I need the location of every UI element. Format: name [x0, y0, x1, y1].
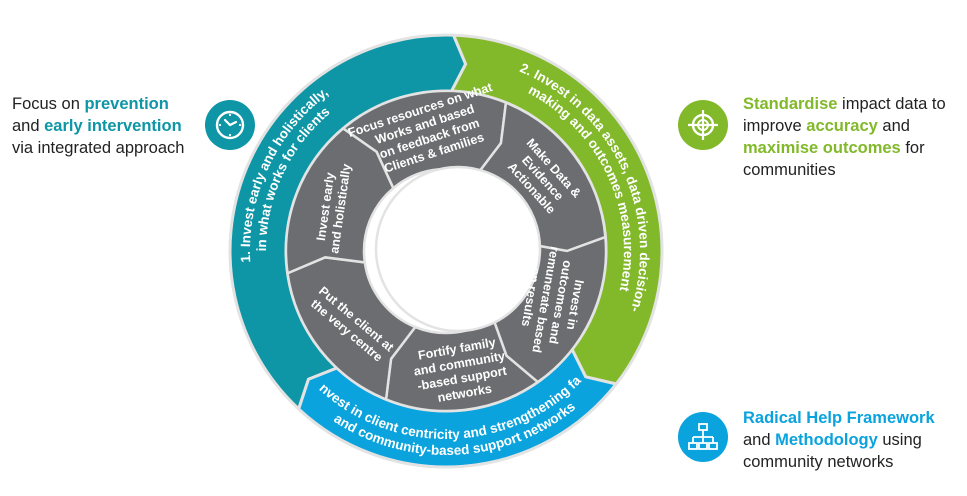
highlight-text: Radical Help Framework — [743, 409, 935, 427]
callout-line: Focus on prevention — [12, 93, 212, 115]
callout-line: improve accuracy and — [743, 115, 963, 137]
clock-badge — [205, 100, 255, 150]
callout-text: for — [900, 139, 925, 157]
callout-text: and — [877, 117, 910, 135]
clock-icon — [205, 100, 255, 150]
callout-line: via integrated approach — [12, 137, 212, 159]
callout-line: Standardise impact data to — [743, 93, 963, 115]
callout-text: improve — [743, 117, 807, 135]
callout-line: maximise outcomes for — [743, 137, 963, 159]
highlight-text: accuracy — [806, 117, 878, 135]
hierarchy-icon — [678, 412, 728, 462]
callout-line: Radical Help Framework — [743, 407, 963, 429]
callout-line: communities — [743, 159, 963, 181]
center-hole — [374, 165, 542, 333]
callout-text: and — [12, 117, 45, 135]
highlight-text: maximise outcomes — [743, 139, 901, 157]
hierarchy-badge — [678, 412, 728, 462]
highlight-text: Standardise — [743, 95, 838, 113]
target-icon — [678, 100, 728, 150]
highlight-text: prevention — [84, 95, 169, 113]
callout-line: community networks — [743, 451, 963, 473]
highlight-text: Methodology — [775, 431, 878, 449]
target-badge — [678, 100, 728, 150]
callout-text: using — [877, 431, 922, 449]
highlight-text: early intervention — [44, 117, 182, 135]
callout-text: Focus on — [12, 95, 85, 113]
bottom-callout-text: Radical Help Framework and Methodology us… — [743, 407, 963, 473]
callout-text: impact data to — [837, 95, 946, 113]
callout-line: and early intervention — [12, 115, 212, 137]
callout-text: and — [743, 431, 776, 449]
inner-segment-invest-early — [284, 126, 395, 276]
callout-text: via integrated approach — [12, 139, 185, 157]
callout-text: community networks — [743, 453, 894, 471]
callout-text: communities — [743, 161, 836, 179]
callout-line: and Methodology using — [743, 429, 963, 451]
